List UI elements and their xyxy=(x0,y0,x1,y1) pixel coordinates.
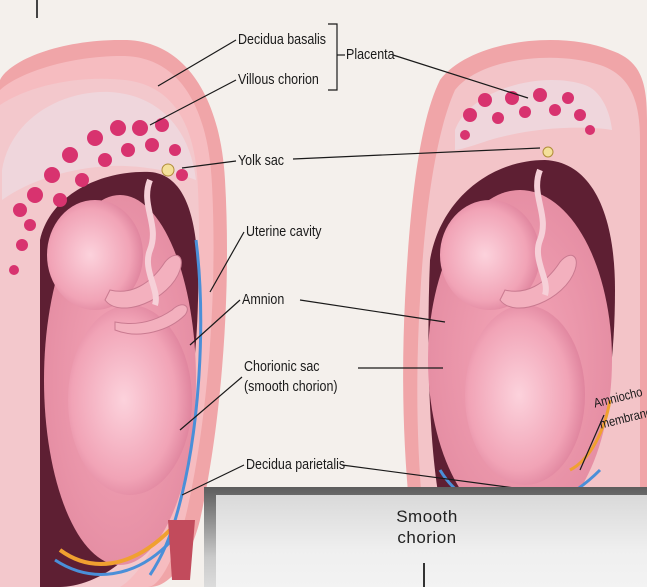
label-yolk-sac: Yolk sac xyxy=(238,153,284,169)
label-decidua-basalis: Decidua basalis xyxy=(238,32,326,48)
label-decidua-parietalis: Decidua parietalis xyxy=(246,457,345,473)
label-smooth-chorion: (smooth chorion) xyxy=(244,379,338,395)
label-chorionic-sac: Chorionic sac xyxy=(244,359,320,375)
inset-panel: Smooth chorion xyxy=(204,487,647,587)
right-yolk-sac xyxy=(543,147,553,157)
label-amnion: Amnion xyxy=(242,292,284,308)
corner-mark xyxy=(36,0,38,18)
left-uterus xyxy=(0,40,227,587)
inset-page: Smooth chorion xyxy=(216,495,647,587)
left-yolk-sac xyxy=(162,164,174,176)
label-villous-chorion: Villous chorion xyxy=(238,72,319,88)
inset-label-line1: Smooth xyxy=(372,507,482,527)
label-placenta: Placenta xyxy=(346,47,395,63)
inset-pointer xyxy=(423,563,425,587)
inset-label-line2: chorion xyxy=(372,528,482,548)
label-uterine-cavity: Uterine cavity xyxy=(246,224,322,240)
right-fetus-body xyxy=(465,305,585,485)
